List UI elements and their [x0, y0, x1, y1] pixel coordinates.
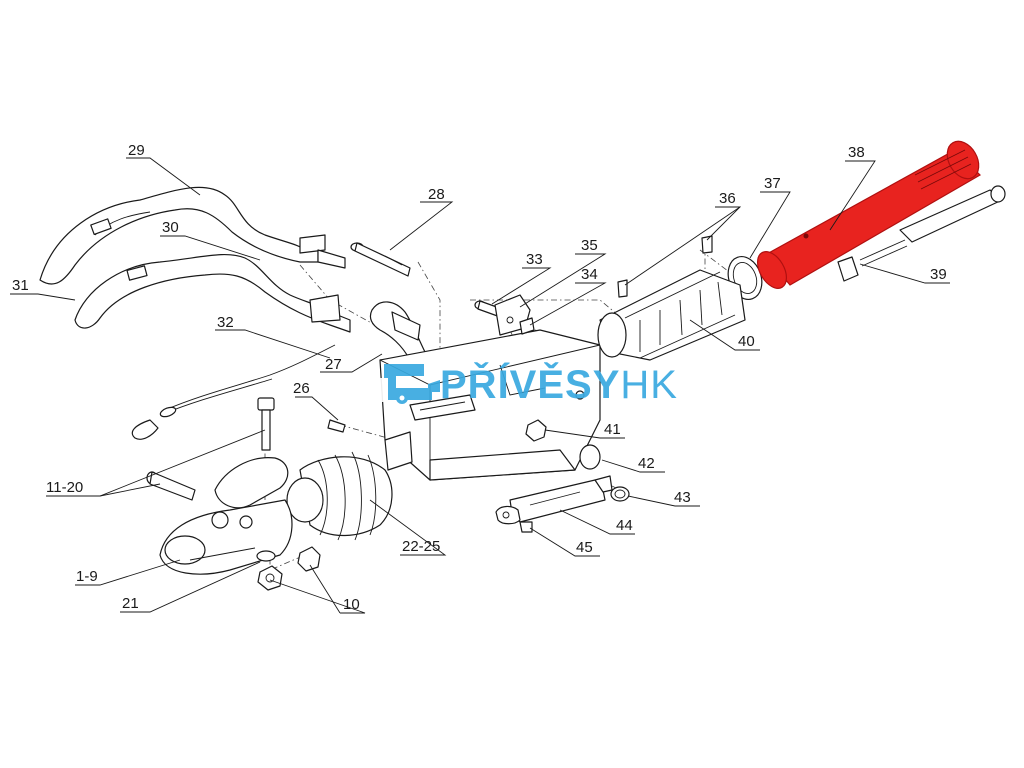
clip-34	[519, 317, 535, 335]
grease-nipple-26	[327, 419, 346, 433]
lever-27	[369, 301, 426, 361]
brand-name: PŘÍVĚSYHK	[440, 361, 678, 407]
washer-21	[256, 550, 276, 562]
label-26: 26	[293, 380, 310, 397]
nuts-10	[257, 546, 321, 591]
drawbar-tube-38	[756, 140, 981, 289]
bolts-11-20	[146, 397, 275, 501]
fork-45	[495, 505, 533, 533]
damper-cylinder-44	[509, 475, 613, 523]
label-33: 33	[526, 251, 543, 268]
label-41: 41	[604, 421, 621, 438]
label-40: 40	[738, 333, 755, 350]
label-39: 39	[930, 266, 947, 283]
label-43: 43	[674, 489, 691, 506]
label-37: 37	[764, 175, 781, 192]
slot-plate	[409, 394, 476, 421]
handle-lever-30	[74, 253, 351, 333]
label-32: 32	[217, 314, 234, 331]
label-27: 27	[325, 356, 342, 373]
grip-label-29	[90, 218, 112, 236]
guide-sleeve-40	[597, 269, 746, 361]
cap-42	[579, 444, 601, 470]
label-22-25: 22-25	[402, 538, 440, 555]
circlip-43	[610, 486, 630, 502]
label-30: 30	[162, 219, 179, 236]
breakaway-cable-32	[131, 344, 336, 440]
label-28: 28	[428, 186, 445, 203]
label-44: 44	[616, 517, 633, 534]
label-34: 34	[581, 266, 598, 283]
shock-absorber-39	[837, 185, 1006, 282]
brand-watermark: PŘÍVĚSYHK	[380, 361, 678, 407]
coupling-housing	[379, 329, 601, 481]
bolt-28	[350, 242, 411, 277]
label-42: 42	[638, 455, 655, 472]
label-36: 36	[719, 190, 736, 207]
label-45: 45	[576, 539, 593, 556]
part-labels: 29 30 31 32 28 27 26 33 35 34 36 37 38 3…	[12, 142, 947, 613]
nut-41	[525, 419, 547, 442]
label-31: 31	[12, 277, 29, 294]
label-11-20: 11-20	[46, 479, 83, 496]
bellows-22-25	[286, 451, 393, 541]
label-21: 21	[122, 595, 139, 612]
label-10: 10	[343, 596, 360, 613]
label-38: 38	[848, 144, 865, 161]
trailer-logo-icon	[380, 364, 440, 404]
label-29: 29	[128, 142, 145, 159]
leader-lines	[10, 157, 950, 614]
grip-label-30	[126, 265, 148, 281]
label-1-9: 1-9	[76, 568, 98, 585]
handle-lever-29-31	[39, 186, 346, 285]
label-35: 35	[581, 237, 598, 254]
grease-nipples-36	[617, 235, 713, 298]
